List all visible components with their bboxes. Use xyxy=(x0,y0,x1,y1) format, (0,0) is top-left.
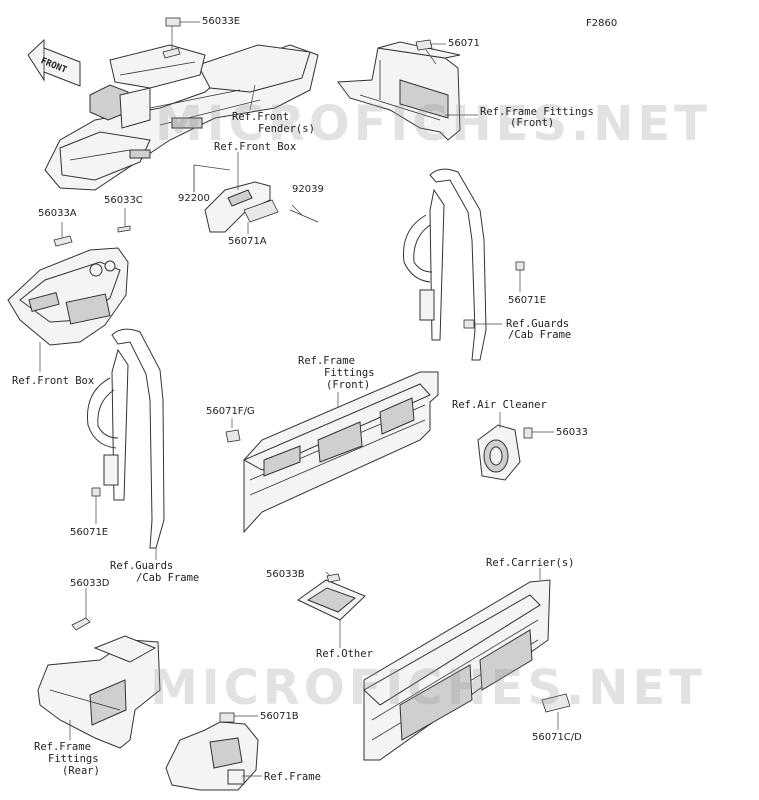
label-ref-frame-fittings-mid: Ref.Frame xyxy=(298,355,355,367)
label-ref-carriers: Ref.Carrier(s) xyxy=(486,557,575,569)
cab-frame-left xyxy=(86,328,165,549)
label-56071E-right[interactable]: 56071E xyxy=(508,295,547,306)
label-ref-front-box-top: Ref.Front Box xyxy=(214,141,297,153)
label-56071CD[interactable]: 56071C/D xyxy=(532,732,582,743)
label-56033A[interactable]: 56033A xyxy=(38,208,77,219)
other-panel xyxy=(297,573,366,621)
frame-fittings-middle xyxy=(225,371,439,534)
carrier-panel xyxy=(363,579,571,761)
label-56033E[interactable]: 56033E xyxy=(202,16,241,27)
label-ref-frame-fittings-mid-2: Fittings xyxy=(324,367,375,379)
dashboard-panel xyxy=(7,225,131,346)
label-56071B[interactable]: 56071B xyxy=(260,711,299,722)
label-ref-guards-left-2: /Cab Frame xyxy=(136,572,200,584)
frame-bottom xyxy=(165,712,259,791)
label-ref-frame-fittings-front-top-2: (Front) xyxy=(510,117,555,129)
air-cleaner xyxy=(477,424,533,481)
front-fender-assembly xyxy=(44,17,319,191)
label-56071FG[interactable]: 56071F/G xyxy=(206,406,255,417)
cab-frame-right xyxy=(402,168,525,361)
label-56071[interactable]: 56071 xyxy=(448,38,480,49)
watermark-top: MICROFICHES.NET xyxy=(155,96,711,152)
frame-fittings-front-top xyxy=(337,39,461,141)
label-ref-frame-bottom: Ref.Frame xyxy=(264,771,321,783)
label-92039[interactable]: 92039 xyxy=(292,184,324,195)
label-56071E-left[interactable]: 56071E xyxy=(70,527,109,538)
label-ref-frame-fittings-mid-3: (Front) xyxy=(326,379,371,391)
label-56033B[interactable]: 56033B xyxy=(266,569,305,580)
front-box-parts xyxy=(193,165,319,233)
label-ref-air-cleaner: Ref.Air Cleaner xyxy=(452,399,547,411)
label-ref-frame-fittings-front-top: Ref.Frame Fittings xyxy=(480,106,594,118)
label-ref-guards-left: Ref.Guards xyxy=(110,560,174,572)
label-92200[interactable]: 92200 xyxy=(178,193,210,204)
label-ref-frame-fittings-rear: Ref.Frame xyxy=(34,741,91,753)
front-arrow-icon xyxy=(27,38,81,87)
label-ref-other: Ref.Other xyxy=(316,648,373,660)
label-ref-frame-fittings-rear-2: Fittings xyxy=(48,753,99,765)
label-ref-frame-fittings-rear-3: (Rear) xyxy=(62,765,100,777)
diagram-code: F2860 xyxy=(586,18,618,29)
label-56033C[interactable]: 56033C xyxy=(104,195,143,206)
label-56033[interactable]: 56033 xyxy=(556,427,588,438)
label-ref-guards-right-2: /Cab Frame xyxy=(508,329,572,341)
watermark-bottom: MICROFICHES.NET xyxy=(150,660,706,716)
leader-lines xyxy=(39,21,559,777)
label-ref-front-fender-2: Fender(s) xyxy=(258,123,315,135)
label-ref-front-box-left: Ref.Front Box xyxy=(12,375,95,387)
label-56033D[interactable]: 56033D xyxy=(70,578,110,589)
label-ref-guards-right: Ref.Guards xyxy=(506,318,570,330)
frame-fittings-rear xyxy=(37,617,161,749)
label-ref-front-fender: Ref.Front xyxy=(232,111,289,123)
label-56071A[interactable]: 56071A xyxy=(228,236,267,247)
